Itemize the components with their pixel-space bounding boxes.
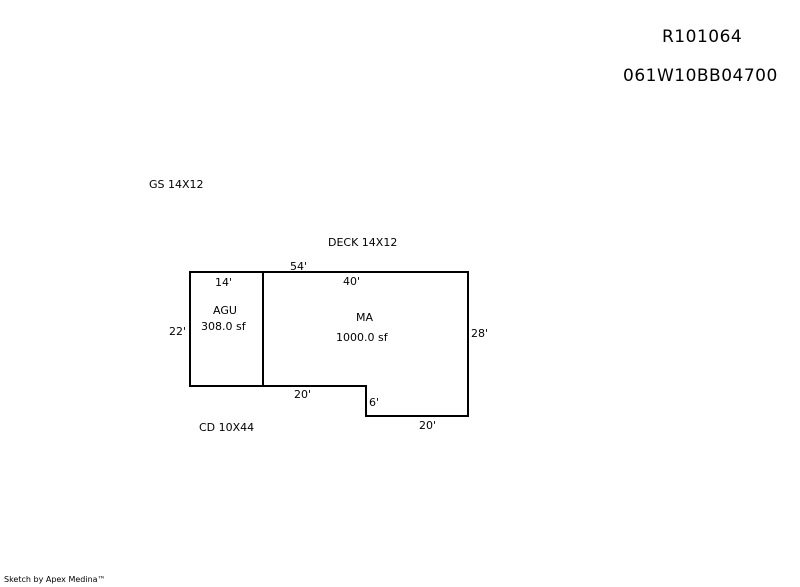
dim-agu-width: 14' bbox=[215, 276, 233, 289]
dim-ma-top: 40' bbox=[343, 275, 361, 288]
account-id: R101064 bbox=[662, 27, 743, 47]
building-outline bbox=[189, 271, 469, 417]
ma-code: MA bbox=[356, 311, 374, 324]
ma-area: 1000.0 sf bbox=[336, 331, 388, 344]
deck-label: DECK 14X12 bbox=[328, 236, 398, 249]
garage-shed-label: GS 14X12 bbox=[149, 178, 204, 191]
dim-right-height: 28' bbox=[471, 327, 489, 340]
agu-area: 308.0 sf bbox=[201, 320, 246, 333]
covered-deck-label: CD 10X44 bbox=[199, 421, 255, 434]
dim-notch-height: 6' bbox=[369, 396, 380, 409]
agu-code: AGU bbox=[213, 304, 237, 317]
dim-top-total: 54' bbox=[290, 260, 308, 273]
footer-credit: Sketch by Apex Medina™ bbox=[4, 575, 106, 584]
dim-bottom-left: 20' bbox=[294, 388, 312, 401]
dim-left-height: 22' bbox=[169, 325, 187, 338]
dim-bottom-right: 20' bbox=[419, 419, 437, 432]
parcel-id: 061W10BB04700 bbox=[623, 66, 778, 86]
